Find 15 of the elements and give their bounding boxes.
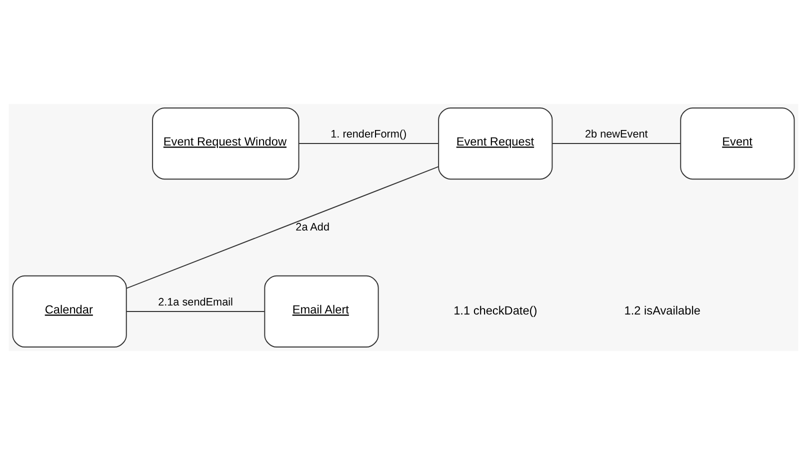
- node-box: Event Request: [438, 106, 553, 180]
- connector: [298, 142, 439, 144]
- connector: [126, 166, 439, 288]
- edge-label: 2a Add: [296, 220, 330, 233]
- node-box: Event: [680, 106, 795, 180]
- node-box: Event Request Window: [152, 106, 300, 180]
- label: 1.1 checkDate(): [454, 303, 538, 318]
- edge-label: 2b newEvent: [585, 128, 648, 140]
- node-box: Email Alert: [264, 274, 379, 348]
- connector: [552, 142, 681, 144]
- edge-label: 2.1a sendEmail: [158, 296, 233, 308]
- node-box: Calendar: [12, 274, 127, 348]
- label: 1.2 isAvailable: [624, 303, 700, 318]
- edge-label: 1. renderForm(): [330, 128, 407, 140]
- connector: [126, 310, 265, 312]
